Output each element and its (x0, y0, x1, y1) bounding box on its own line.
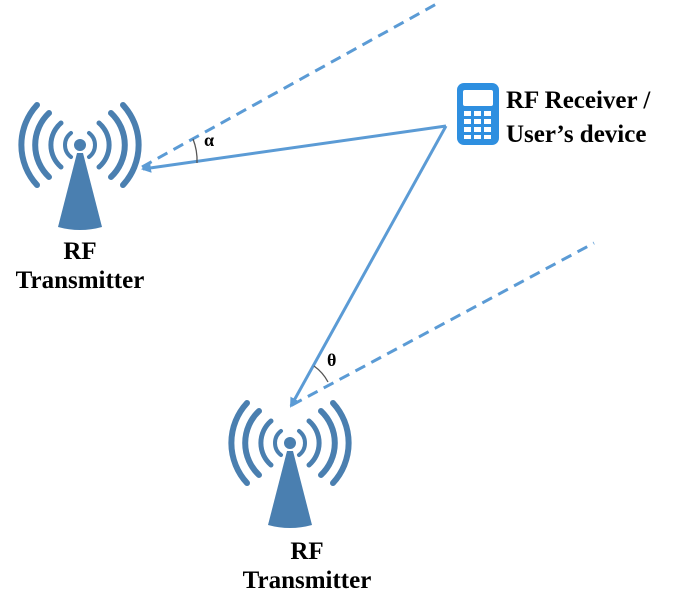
antenna-tower-icon (18, 102, 142, 230)
transmitter-top-label: RF Transmitter (0, 237, 160, 295)
angle-alpha-label: α (204, 130, 215, 150)
receiver-label-line-1: RF Receiver / (506, 87, 651, 114)
transmitter-bottom-label-line-2: Transmitter (242, 567, 372, 594)
angle-arc-alpha (192, 138, 198, 164)
transmitter-top-label-line-1: RF (63, 238, 97, 265)
antenna-tower-icon (228, 400, 352, 528)
angle-theta-label: θ (327, 350, 337, 370)
transmitter-bottom-label: RF Transmitter (230, 537, 384, 595)
signal-path-to-top-transmitter (141, 124, 447, 173)
receiver-label-line-2: User’s device (506, 120, 647, 148)
reference-line-bottom (291, 241, 595, 407)
receiver-label: RF Receiver / User’s device (506, 84, 684, 151)
angle-arc-theta (313, 365, 329, 383)
mobile-phone-icon (457, 83, 499, 145)
transmitter-bottom-label-line-1: RF (290, 538, 324, 565)
reference-line-top (141, 0, 441, 169)
transmitter-top-label-line-2: Transmitter (15, 267, 145, 294)
signal-path-to-bottom-transmitter (289, 125, 448, 408)
